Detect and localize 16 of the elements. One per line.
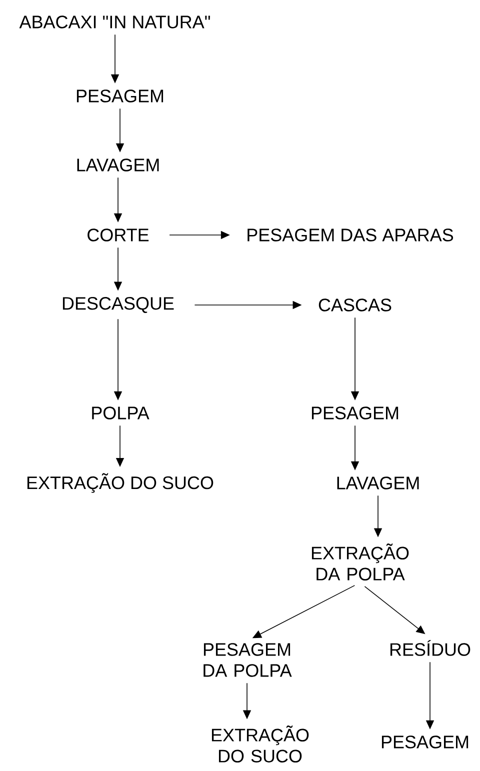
step-label: DESCASQUE: [62, 297, 174, 313]
step-label: LAVAGEM: [337, 476, 419, 490]
step-label: EXTRAÇÃO DA POLPA: [312, 544, 409, 580]
step-label: EXTRAÇÃO DO SUCO: [27, 473, 214, 493]
step-label: CASCAS: [318, 298, 392, 312]
step-label: ABACAXI "IN NATURA": [19, 16, 210, 28]
step-label: PESAGEM: [76, 90, 164, 102]
step-label: CORTE: [88, 228, 149, 242]
step-label: PESAGEM DA POLPA: [204, 643, 292, 677]
step-label: LAVAGEM: [77, 158, 159, 172]
step-label: PESAGEM: [382, 736, 468, 748]
step-label: POLPA: [92, 406, 150, 420]
step-label: PESAGEM: [312, 406, 398, 420]
step-label: RESÍDUO: [390, 640, 470, 656]
step-label: PESAGEM DAS APARAS: [248, 228, 454, 242]
step-label: EXTRAÇÃO DO SUCO: [212, 726, 309, 762]
